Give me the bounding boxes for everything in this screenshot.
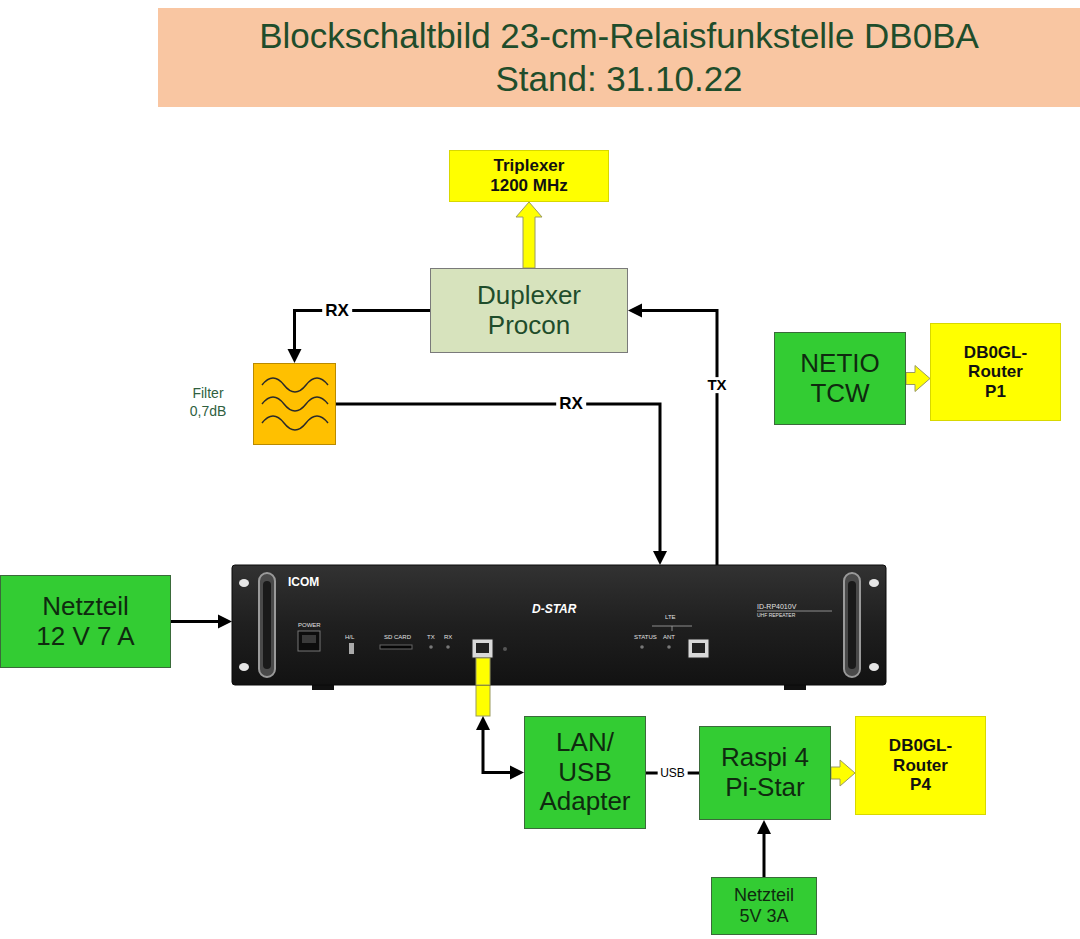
wave-line xyxy=(262,378,328,392)
box-label: LAN/ USB Adapter xyxy=(538,728,633,818)
device-box: NETIO TCW xyxy=(774,332,906,425)
adapter-box: LAN/ USB Adapter xyxy=(524,716,646,829)
triplexer-box: Triplexer 1200 MHz xyxy=(449,150,609,202)
cable-arrow xyxy=(476,658,490,685)
box-label: Raspi 4 Pi-Star xyxy=(715,743,815,803)
signal-label: TX xyxy=(704,377,729,393)
data-link-arrow xyxy=(831,760,855,786)
port-socket xyxy=(476,643,489,653)
signal-connector xyxy=(628,304,717,566)
lan-port xyxy=(688,639,709,658)
status-led xyxy=(640,645,644,649)
wave-line xyxy=(262,416,328,430)
arrow-head xyxy=(628,304,642,318)
rack-handle xyxy=(844,573,860,677)
mounting-hole xyxy=(239,663,249,671)
diagram-title: Blockschaltbild 23-cm-Relaisfunkstelle D… xyxy=(259,15,979,58)
port-socket xyxy=(692,643,705,653)
filter-symbol xyxy=(253,363,336,445)
panel-label: UHF REPEATER xyxy=(757,613,795,618)
front-panel xyxy=(232,565,886,685)
box-label: DB0GL-Router P4 xyxy=(885,736,957,795)
status-led xyxy=(446,645,450,649)
power-switch xyxy=(298,631,320,651)
handle-slot xyxy=(848,581,856,669)
arrow-head xyxy=(757,820,771,834)
connector-line xyxy=(763,832,766,877)
data-link-arrow xyxy=(516,202,542,268)
filter-box: Filter 0,7dB xyxy=(253,363,336,445)
data-arrow xyxy=(516,202,542,268)
signal-label: RX xyxy=(322,302,352,320)
arrow-head xyxy=(510,766,524,780)
box-label: DB0GL-Router P1 xyxy=(960,343,1032,402)
signal-connector xyxy=(288,311,431,364)
data-link-arrow xyxy=(906,366,930,392)
wave-line xyxy=(262,397,328,411)
power-supply-box: Netzteil 12 V 7 A xyxy=(0,575,171,668)
mounting-hole xyxy=(239,579,249,587)
toggle-switch xyxy=(349,643,354,654)
connector-line xyxy=(295,311,431,352)
data-arrow xyxy=(831,760,855,786)
arrow-head xyxy=(288,349,302,363)
status-led xyxy=(667,645,671,649)
arrow-head xyxy=(218,615,232,629)
signal-connector xyxy=(757,820,771,877)
switch-rocker xyxy=(302,635,316,643)
panel-label: POWER xyxy=(298,622,321,628)
panel-label: H/L xyxy=(345,634,354,640)
connector-line xyxy=(483,728,512,773)
panel-label: STATUS xyxy=(634,634,657,640)
arrow-head xyxy=(653,551,667,565)
router-box: DB0GL-Router P4 xyxy=(855,716,986,815)
title-band: Blockschaltbild 23-cm-Relaisfunkstelle D… xyxy=(158,8,1080,107)
connector-line xyxy=(171,620,220,623)
panel-label: ID-RP4010V xyxy=(757,603,796,610)
model-underline xyxy=(757,611,832,612)
box-label: Netzteil 5V 3A xyxy=(724,885,804,926)
connector-line xyxy=(336,404,660,553)
date-label: Stand: 31.10.22 xyxy=(495,58,742,101)
signal-connector xyxy=(171,615,232,629)
panel-label: RX xyxy=(444,634,452,640)
repeater-unit: ICOM POWER H/L SD CARD TX RX D-STAR LTE STATUS AN… xyxy=(232,565,886,685)
panel-label: D-STAR xyxy=(532,603,576,615)
mounting-hole xyxy=(869,579,879,587)
card-slot xyxy=(380,645,412,649)
cable-arrow xyxy=(476,684,490,716)
box-label: NETIO TCW xyxy=(790,349,890,409)
lan-port xyxy=(472,639,493,658)
indicator-dot xyxy=(503,647,507,651)
panel-label: SD CARD xyxy=(384,634,411,640)
signal-connector xyxy=(336,404,667,565)
arrow-head xyxy=(476,716,490,730)
computer-box: Raspi 4 Pi-Star xyxy=(699,726,831,820)
duplexer-box: Duplexer Procon xyxy=(430,268,628,353)
signal-connector xyxy=(476,684,524,780)
box-label: Duplexer Procon xyxy=(464,281,594,341)
panel-label: ICOM xyxy=(288,576,319,588)
mounting-hole xyxy=(869,663,879,671)
panel-label: ANT xyxy=(663,634,675,640)
connector-line xyxy=(640,311,717,566)
panel-label: TX xyxy=(427,634,435,640)
power-supply-box: Netzteil 5V 3A xyxy=(711,877,817,935)
box-label: Netzteil 12 V 7 A xyxy=(30,592,142,652)
status-led xyxy=(429,645,433,649)
signal-label: USB xyxy=(657,767,688,780)
data-arrow xyxy=(906,366,930,392)
box-label: Triplexer 1200 MHz xyxy=(479,156,579,195)
filter-label: Filter 0,7dB xyxy=(180,385,236,420)
handle-slot xyxy=(263,581,271,669)
rack-handle xyxy=(259,573,275,677)
repeater-illustration xyxy=(232,565,886,691)
signal-label: RX xyxy=(556,395,586,413)
panel-label: LTE xyxy=(665,614,676,620)
bracket-line xyxy=(652,626,692,631)
router-box: DB0GL-Router P1 xyxy=(930,323,1061,421)
